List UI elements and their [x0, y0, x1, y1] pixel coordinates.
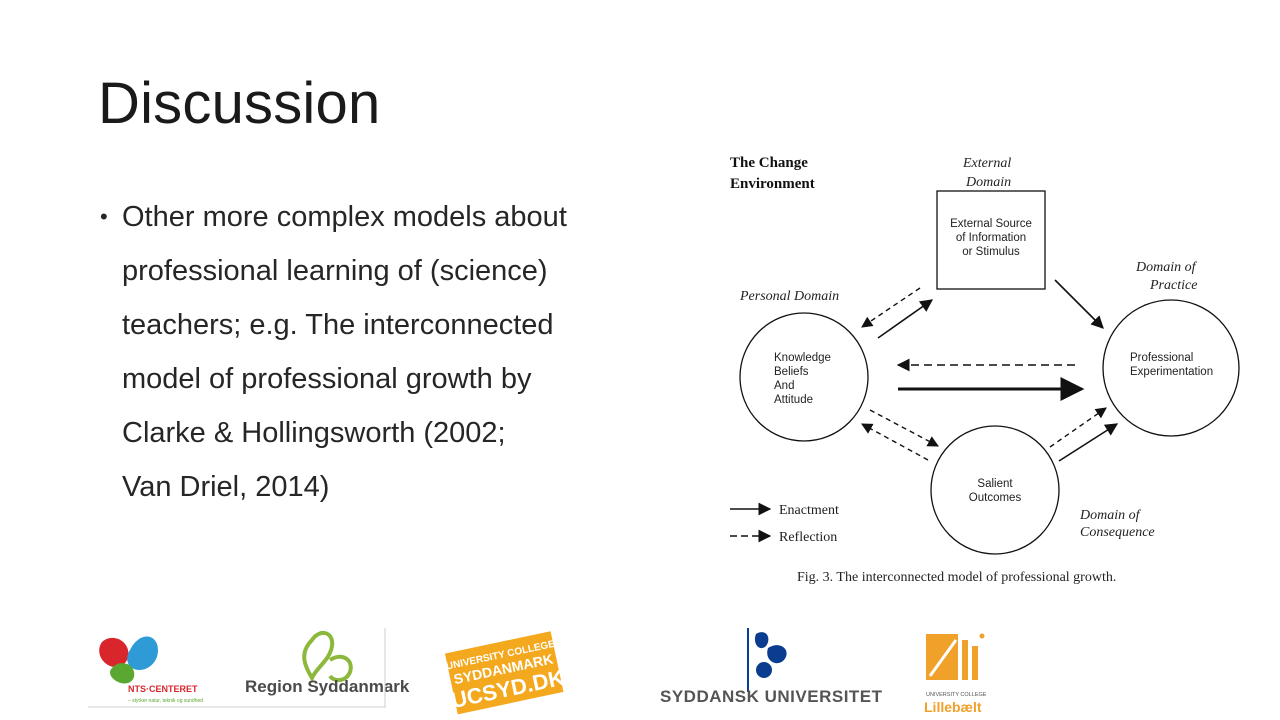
external-domain-label: External [962, 156, 1011, 171]
sdu-leaf-icon [767, 645, 787, 664]
region-leaf-icon [328, 654, 353, 683]
enactment-arrow-outcomes-to-practice [1058, 423, 1119, 462]
nts-blue-drop-icon [127, 636, 158, 670]
nts-tagline: – styrker natur, teknik og sundhed [128, 698, 203, 704]
ucl-orange-bar [972, 646, 978, 680]
external-box-text: or Stimulus [962, 246, 1020, 258]
personal-domain-label: Personal Domain [739, 289, 839, 304]
knowledge-circle [739, 312, 869, 442]
ucsyd-badge [444, 631, 564, 715]
bullet-line: Clarke & Hollingsworth (2002; [122, 417, 506, 449]
knowledge-circle-text: And [774, 380, 794, 392]
sdu-fruit-icon [756, 662, 772, 678]
env-title-line: Environment [730, 176, 815, 192]
enactment-arrow-external-to-practice [1054, 279, 1104, 329]
legend-enactment-label: Enactment [779, 503, 839, 518]
reflection-arrow-outcomes-to-practice [1049, 407, 1107, 448]
sdu-name: SYDDANSK UNIVERSITET [660, 687, 883, 706]
enactment-arrow-personal-to-external [877, 299, 934, 339]
professional-growth-diagram: The Change Environment External Domain E… [730, 155, 1240, 585]
region-syddanmark-logo: Region Syddanmark [245, 630, 410, 696]
nts-centeret-logo: NTS·CENTERET – styrker natur, teknik og … [99, 636, 203, 704]
sdu-leaf-icon [754, 632, 769, 649]
sdu-logo: SYDDANSK UNIVERSITET [660, 628, 883, 706]
outcomes-circle [930, 425, 1060, 555]
bullet-line: Van Driel, 2014) [122, 471, 330, 503]
ucl-name: Lillebælt [924, 699, 982, 715]
external-box-text: of Information [956, 232, 1026, 244]
experimentation-circle [1102, 299, 1240, 437]
partner-logos: NTS·CENTERET – styrker natur, teknik og … [88, 628, 987, 715]
nts-green-leaf-icon [110, 663, 135, 684]
bullet-dot-icon: • [100, 204, 108, 229]
nts-name: NTS·CENTERET [128, 684, 198, 694]
external-domain-label: Domain [965, 175, 1011, 190]
legend-reflection-label: Reflection [779, 530, 837, 545]
ucl-logo: UNIVERSITY COLLEGE Lillebælt [924, 633, 987, 715]
outcomes-circle-text: Outcomes [969, 492, 1022, 504]
nts-red-leaf-icon [99, 637, 129, 668]
region-leaf-icon [302, 630, 335, 683]
bullet-line: professional learning of (science) [122, 255, 548, 287]
ucl-dot-icon [979, 633, 985, 639]
ucl-orange-bar [962, 640, 968, 680]
env-title-line: The Change [730, 155, 808, 171]
external-source-box [936, 190, 1046, 290]
bullet-line: Other more complex models about [122, 201, 567, 233]
consequence-domain-label: Consequence [1080, 525, 1155, 540]
practice-domain-label: Domain of [1135, 260, 1198, 275]
consequence-domain-label: Domain of [1079, 508, 1142, 523]
figure-caption: Fig. 3. The interconnected model of prof… [797, 570, 1116, 585]
reflection-arrow-external-to-personal [861, 287, 921, 328]
slide-title: Discussion [98, 71, 381, 136]
bullet-line: teachers; e.g. The interconnected [122, 309, 554, 341]
ucl-stroke-icon [928, 639, 958, 677]
outcomes-circle-text: Salient [977, 478, 1013, 490]
bullet-item: • Other more complex models about profes… [100, 190, 680, 514]
knowledge-circle-text: Beliefs [774, 366, 809, 378]
bullet-list: • Other more complex models about profes… [100, 190, 680, 514]
experimentation-circle-text: Experimentation [1130, 366, 1213, 378]
practice-domain-label: Practice [1149, 278, 1197, 293]
bullet-line: model of professional growth by [122, 363, 532, 395]
region-name: Region Syddanmark [245, 677, 410, 696]
ucl-small-text: UNIVERSITY COLLEGE [926, 692, 987, 698]
knowledge-circle-text: Knowledge [774, 352, 831, 364]
experimentation-circle-text: Professional [1130, 352, 1193, 364]
reflection-arrow-outcomes-to-personal [861, 423, 929, 461]
ucsyd-logo: UNIVERSITY COLLEGE SYDDANMARK UCSYD.DK [444, 631, 567, 715]
knowledge-circle-text: Attitude [774, 394, 813, 406]
reflection-arrow-personal-to-outcomes [869, 409, 939, 447]
external-box-text: External Source [950, 218, 1032, 230]
